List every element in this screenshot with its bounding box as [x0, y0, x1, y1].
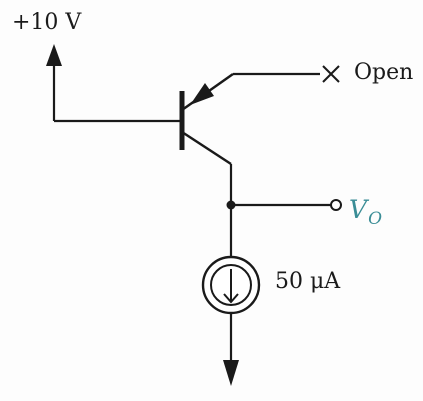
supply-arrow-icon — [46, 44, 62, 66]
supply-voltage-label: +10 V — [12, 10, 82, 35]
open-terminal-label: Open — [354, 60, 414, 85]
ground-arrow-icon — [223, 360, 239, 386]
open-terminal-icon — [322, 65, 340, 83]
emitter-arrow-icon — [190, 83, 214, 105]
current-source-label: 50 μA — [275, 269, 341, 294]
current-direction-arrow-icon — [223, 293, 239, 304]
output-voltage-main: V — [349, 195, 368, 224]
current-source-inner-ring — [210, 264, 252, 306]
output-terminal — [330, 199, 342, 211]
output-voltage-subscript: O — [368, 209, 382, 229]
collector-lead — [181, 130, 232, 166]
output-voltage-label: VO — [349, 195, 382, 228]
